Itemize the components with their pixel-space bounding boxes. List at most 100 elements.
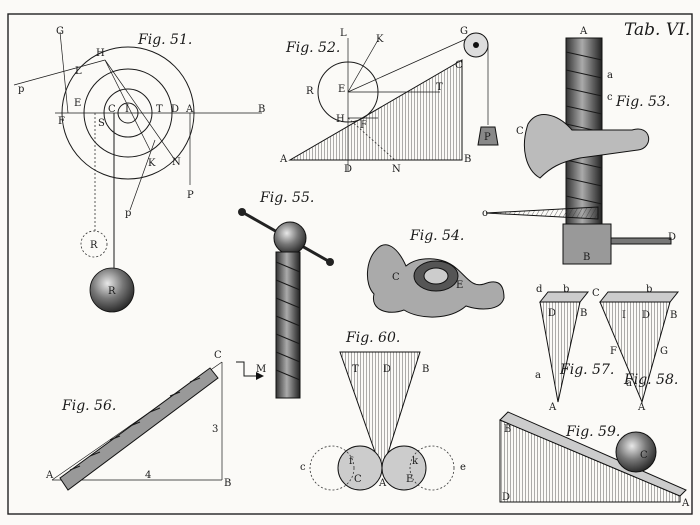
fig60-label-e: e: [460, 462, 466, 473]
fig52-label-L: L: [340, 28, 347, 39]
fig52-label-P: P: [484, 132, 491, 143]
fig60-label-D: D: [383, 364, 391, 375]
fig51-label-S: S: [98, 118, 105, 129]
fig52-plane: [288, 59, 463, 161]
fig60-wedge: [339, 351, 421, 474]
fig54-title: Fig. 54.: [409, 228, 464, 244]
fig51-label-P: P: [187, 190, 194, 201]
fig52-label-R: R: [306, 86, 314, 97]
fig51-label-K: K: [148, 158, 156, 169]
figure-58-wedge: Fig. 58. C b I D B F G a A: [592, 284, 680, 413]
fig60-title: Fig. 60.: [345, 330, 400, 346]
fig52-label-N: N: [392, 164, 401, 175]
fig60-label-f: f: [349, 456, 354, 467]
fig54-label-C: C: [392, 272, 400, 283]
fig60-label-T: T: [352, 364, 359, 375]
fig55-title: Fig. 55.: [259, 190, 314, 206]
fig51-label-G: G: [56, 26, 64, 37]
fig52-label-T: T: [436, 82, 443, 93]
fig51-label-F: F: [58, 116, 65, 127]
fig60-label-c: c: [300, 462, 306, 473]
fig53-lever: [523, 114, 649, 179]
fig57-label-b: b: [563, 284, 569, 295]
fig51-label-p-bottom: p: [125, 208, 131, 219]
fig56-label-A: A: [45, 470, 54, 481]
fig53-label-o: o: [482, 208, 488, 219]
fig56-label-3: 3: [212, 424, 218, 435]
fig57-label-a: a: [535, 370, 541, 381]
fig59-label-D: D: [502, 492, 510, 503]
fig52-label-H: H: [336, 114, 345, 125]
fig56-title: Fig. 56.: [61, 398, 116, 414]
fig60-label-A: A: [378, 478, 387, 489]
fig52-label-A: A: [279, 154, 288, 165]
fig60-label-E: E: [406, 474, 413, 485]
fig51-label-D: D: [171, 104, 179, 115]
fig51-label-H: H: [96, 48, 105, 59]
fig51-label-R-ghost: R: [90, 240, 98, 251]
figure-59-ball-on-incline: Fig. 59. B C D A: [499, 411, 690, 509]
fig57-label-D: D: [548, 308, 556, 319]
fig55-ball: [273, 221, 307, 255]
fig59-ball: [615, 431, 657, 473]
fig58-label-D: D: [642, 310, 650, 321]
figure-51-wheel-and-axle: Fig. 51. G H L p E F S C I T D A B K N p…: [13, 26, 265, 313]
fig57-title: Fig. 57.: [559, 362, 614, 378]
fig58-label-b: b: [646, 284, 652, 295]
fig56-label-M: M: [256, 364, 266, 375]
fig59-label-C: C: [640, 450, 648, 461]
fig56-label-4: 4: [145, 470, 151, 481]
fig51-label-T: T: [156, 104, 163, 115]
fig59-label-B: B: [504, 424, 511, 435]
fig51-label-p-top: p: [18, 84, 24, 95]
fig51-label-A: A: [185, 104, 194, 115]
fig58-label-B: B: [670, 310, 677, 321]
fig58-label-G: G: [660, 346, 668, 357]
fig53-label-C: C: [516, 126, 524, 137]
fig60-label-k: k: [412, 456, 419, 467]
fig54-label-E: E: [456, 280, 463, 291]
fig51-label-I: I: [125, 104, 129, 115]
fig52-label-B: B: [464, 154, 471, 165]
fig53-title: Fig. 53.: [615, 94, 670, 110]
fig59-label-A: A: [681, 498, 690, 509]
fig58-label-F: F: [610, 346, 617, 357]
fig60-label-B: B: [422, 364, 429, 375]
fig52-title: Fig. 52.: [285, 40, 340, 56]
figure-52-inclined-plane: Fig. 52. L K G R E T C H F P A D N B: [279, 26, 499, 175]
fig56-label-B: B: [224, 478, 231, 489]
fig51-weight-ball: [89, 267, 135, 313]
fig51-label-N: N: [172, 157, 181, 168]
fig51-title: Fig. 51.: [137, 32, 192, 48]
fig57-label-A: A: [548, 402, 557, 413]
fig51-label-E: E: [74, 98, 81, 109]
fig52-label-F: F: [360, 120, 367, 131]
fig53-label-a: a: [607, 70, 613, 81]
fig58-label-I: I: [622, 310, 626, 321]
figure-56-screw-incline: Fig. 56. C M 3 A 4 B: [45, 350, 266, 491]
plate-title: Tab. VI.: [624, 20, 690, 40]
fig51-label-R-weight: R: [108, 286, 116, 297]
fig53-wedge: [485, 206, 599, 220]
fig58-label-C: C: [592, 288, 600, 299]
fig53-label-A: A: [579, 26, 588, 37]
fig56-screw: [59, 367, 219, 491]
fig55-screw-shaft: [275, 251, 301, 399]
fig59-title: Fig. 59.: [565, 424, 620, 440]
fig51-label-C: C: [108, 104, 116, 115]
fig58-label-A: A: [637, 402, 646, 413]
fig57-label-B: B: [580, 308, 587, 319]
fig56-label-C: C: [214, 350, 222, 361]
figure-57-wedge: Fig. 57. d b D B a A: [535, 284, 614, 413]
fig57-label-d: d: [536, 284, 543, 295]
fig52-label-D: D: [344, 164, 352, 175]
fig53-label-B: B: [583, 252, 590, 263]
figure-53-screw-press: Fig. 53. A a c C o B D: [482, 26, 676, 265]
fig53-base: [562, 223, 612, 265]
fig52-label-K: K: [376, 34, 384, 45]
fig51-label-B: B: [258, 104, 265, 115]
fig52-label-C: C: [455, 60, 463, 71]
fig52-label-E: E: [338, 84, 345, 95]
fig53-label-c: c: [607, 92, 613, 103]
